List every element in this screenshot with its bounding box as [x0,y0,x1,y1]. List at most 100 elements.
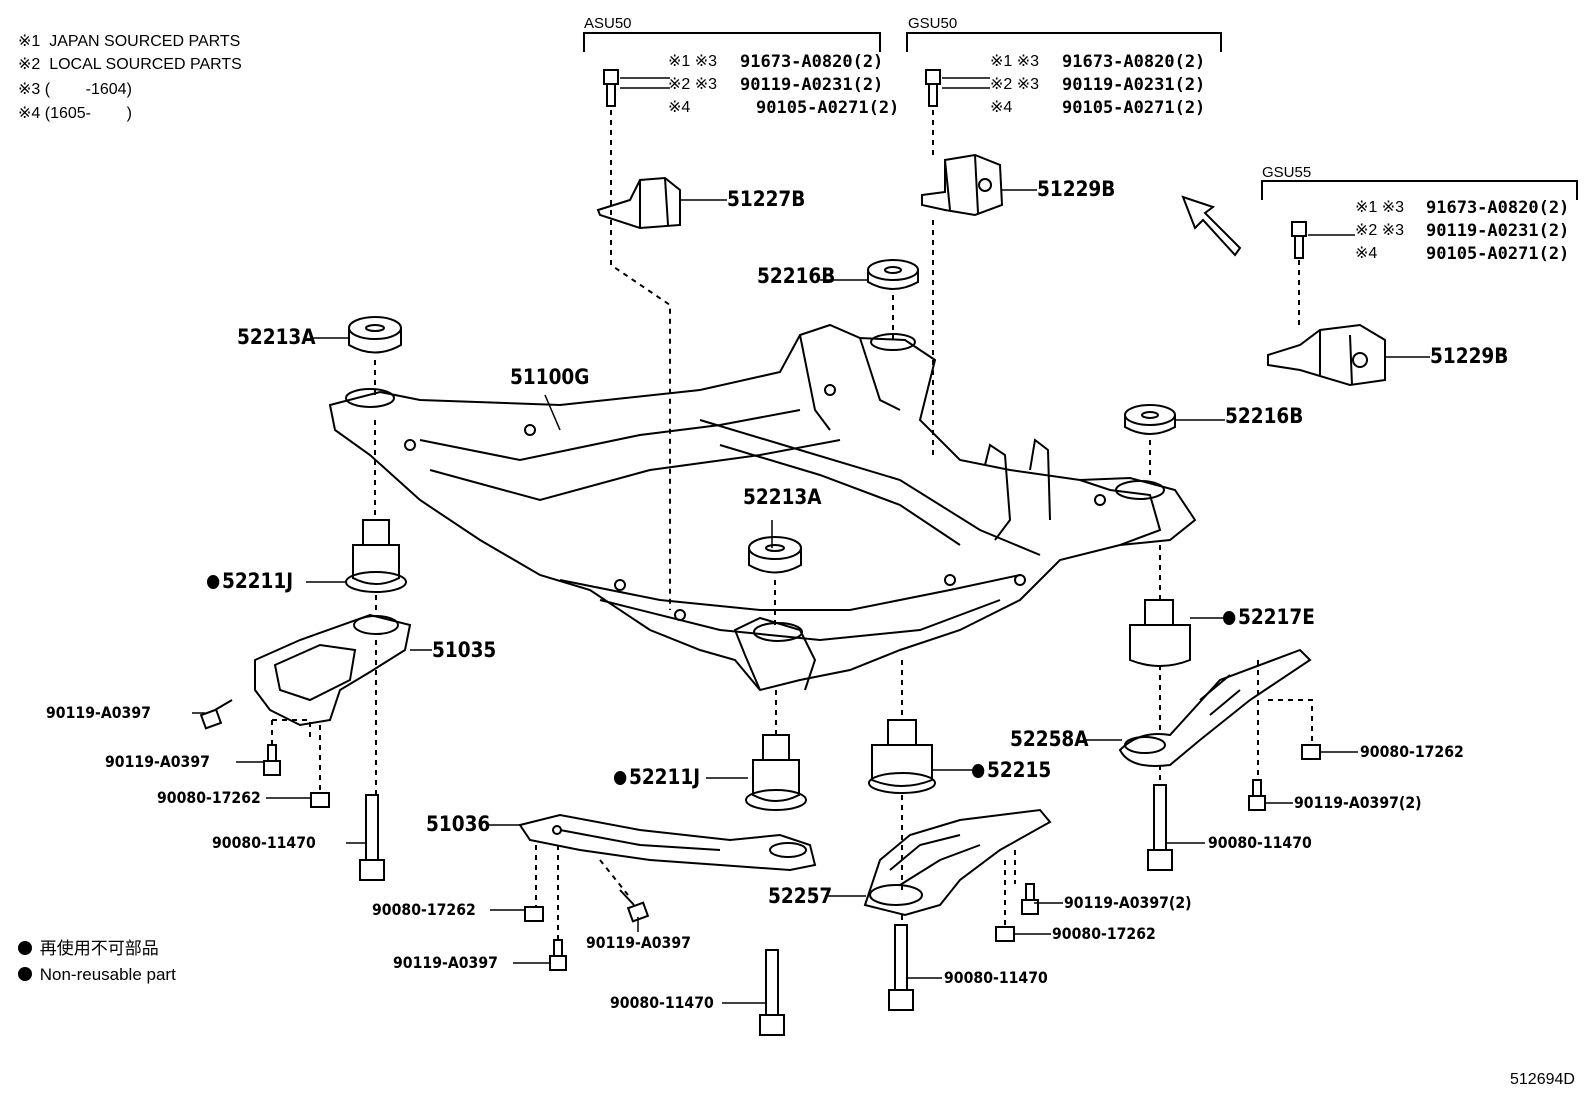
non-reusable-dot [972,764,985,778]
bolt-90119-2 [263,744,281,776]
non-reusable-dot [1223,611,1236,625]
label-51229B-gsu55[interactable]: 51229B [1430,344,1509,368]
subframe-51100G [328,323,1197,692]
arm-51036 [518,813,817,872]
label-52211J-center[interactable]: 52211J [614,767,700,788]
gsu55-row1-tag: ※1 ※3 [1355,199,1405,216]
bushing-52215 [868,719,936,794]
gsu55-row1-part: 91673-A0820(2) [1426,198,1570,218]
label-90119-A0397-b[interactable]: 90119-A0397 [105,752,210,771]
label-90119-A0397-2-e[interactable]: 90119-A0397(2) [1064,893,1192,912]
label-52217E[interactable]: 52217E [1223,607,1315,628]
gsu50-row3-tag: ※4 [990,99,1013,116]
asu50-row3-part: 90105-A0271(2) [756,98,900,118]
legend-dot-icon [18,941,32,955]
bolt-gsu50 [925,69,941,107]
bolt-gsu55 [1291,221,1307,259]
bracket-51035 [254,613,412,727]
label-90119-A0397-2-f[interactable]: 90119-A0397(2) [1294,793,1422,812]
asu50-row1-part: 91673-A0820(2) [740,52,884,72]
gsu55-bracket [1261,180,1578,200]
stud-a [359,794,385,881]
label-51035[interactable]: 51035 [432,638,497,662]
assembly-lines [271,110,1313,940]
gsu55-row2-tag: ※2 ※3 [1355,222,1405,239]
stud-b [759,949,785,1036]
bolt-asu50 [603,69,619,107]
label-52213A-left[interactable]: 52213A [237,325,316,349]
bolt-90119-6 [1248,779,1266,811]
label-52213A-center[interactable]: 52213A [743,485,822,509]
leader-lines [192,77,1430,1004]
label-90080-17262-b[interactable]: 90080-17262 [372,900,476,919]
label-52216B-right[interactable]: 52216B [1225,404,1304,428]
note-range-3: ※3 ( -1604) [18,81,132,98]
stopper-52213A-b [748,536,802,574]
mount-51229B-gsu50 [921,153,1004,217]
nut-17262-1 [310,792,330,808]
label-90080-17262-d[interactable]: 90080-17262 [1360,742,1464,761]
bolt-90119-5 [1021,883,1039,915]
label-52215[interactable]: 52215 [972,760,1051,781]
label-52258A[interactable]: 52258A [1010,727,1089,751]
nut-17262-2 [524,906,544,922]
label-90080-11470-a[interactable]: 90080-11470 [212,833,316,852]
label-51100G[interactable]: 51100G [510,365,590,389]
gsu55-row3-part: 90105-A0271(2) [1426,244,1570,264]
legend-en: Non-reusable part [18,966,176,983]
label-90080-17262-a[interactable]: 90080-17262 [157,788,261,807]
gsu50-row1-part: 91673-A0820(2) [1062,52,1206,72]
gsu55-row2-part: 90119-A0231(2) [1426,221,1570,241]
gsu50-row3-part: 90105-A0271(2) [1062,98,1206,118]
bushing-52211J-b [745,734,807,811]
label-52211J-left[interactable]: 52211J [207,571,293,592]
gsu50-row1-tag: ※1 ※3 [990,53,1040,70]
note-range-4: ※4 (1605- ) [18,105,132,122]
bolt-90119-4 [619,889,650,923]
asu50-bracket [583,32,881,52]
label-52216B-top[interactable]: 52216B [757,264,836,288]
label-52257[interactable]: 52257 [768,884,833,908]
nut-17262-3 [995,926,1015,942]
label-51036[interactable]: 51036 [426,812,491,836]
bushing-52211J-a [345,519,407,593]
gsu50-row2-tag: ※2 ※3 [990,76,1040,93]
non-reusable-dot [207,575,220,589]
note-japan-sourced: ※1 JAPAN SOURCED PARTS [18,33,241,50]
label-51229B-gsu50[interactable]: 51229B [1037,177,1116,201]
non-reusable-dot [614,771,627,785]
mount-51227B [596,176,681,230]
stopper-52213A-a [348,316,402,354]
label-90119-A0397-c[interactable]: 90119-A0397 [393,953,498,972]
stud-c [888,924,914,1011]
asu50-row3-tag: ※4 [668,99,691,116]
label-90080-17262-c[interactable]: 90080-17262 [1052,924,1156,943]
label-51227B[interactable]: 51227B [727,187,806,211]
legend-dot-icon [18,967,32,981]
bolt-90119-3 [549,939,567,971]
stud-d [1147,784,1173,871]
label-90080-11470-c[interactable]: 90080-11470 [944,968,1048,987]
label-90080-11470-b[interactable]: 90080-11470 [610,993,714,1012]
legend-jp: 再使用不可部品 [18,940,159,957]
gsu50-bracket [906,32,1222,52]
stopper-52216B-b [1124,404,1176,435]
diagram-code: 512694D [1510,1071,1575,1088]
bushing-52217E [1129,599,1191,667]
asu50-header: ASU50 [584,15,632,32]
bolt-90119-1 [199,699,233,730]
asu50-row1-tag: ※1 ※3 [668,53,718,70]
label-90119-A0397-a[interactable]: 90119-A0397 [46,703,151,722]
note-local-sourced: ※2 LOCAL SOURCED PARTS [18,56,242,73]
label-90119-A0397-d[interactable]: 90119-A0397 [586,933,691,952]
stopper-52216B-a [867,259,919,290]
asu50-row2-part: 90119-A0231(2) [740,75,884,95]
mount-51229B-gsu55 [1267,323,1386,387]
gsu50-row2-part: 90119-A0231(2) [1062,75,1206,95]
gsu55-header: GSU55 [1262,164,1312,181]
nut-17262-4 [1301,744,1321,760]
label-90080-11470-d[interactable]: 90080-11470 [1208,833,1312,852]
direction-arrow [1181,195,1242,257]
